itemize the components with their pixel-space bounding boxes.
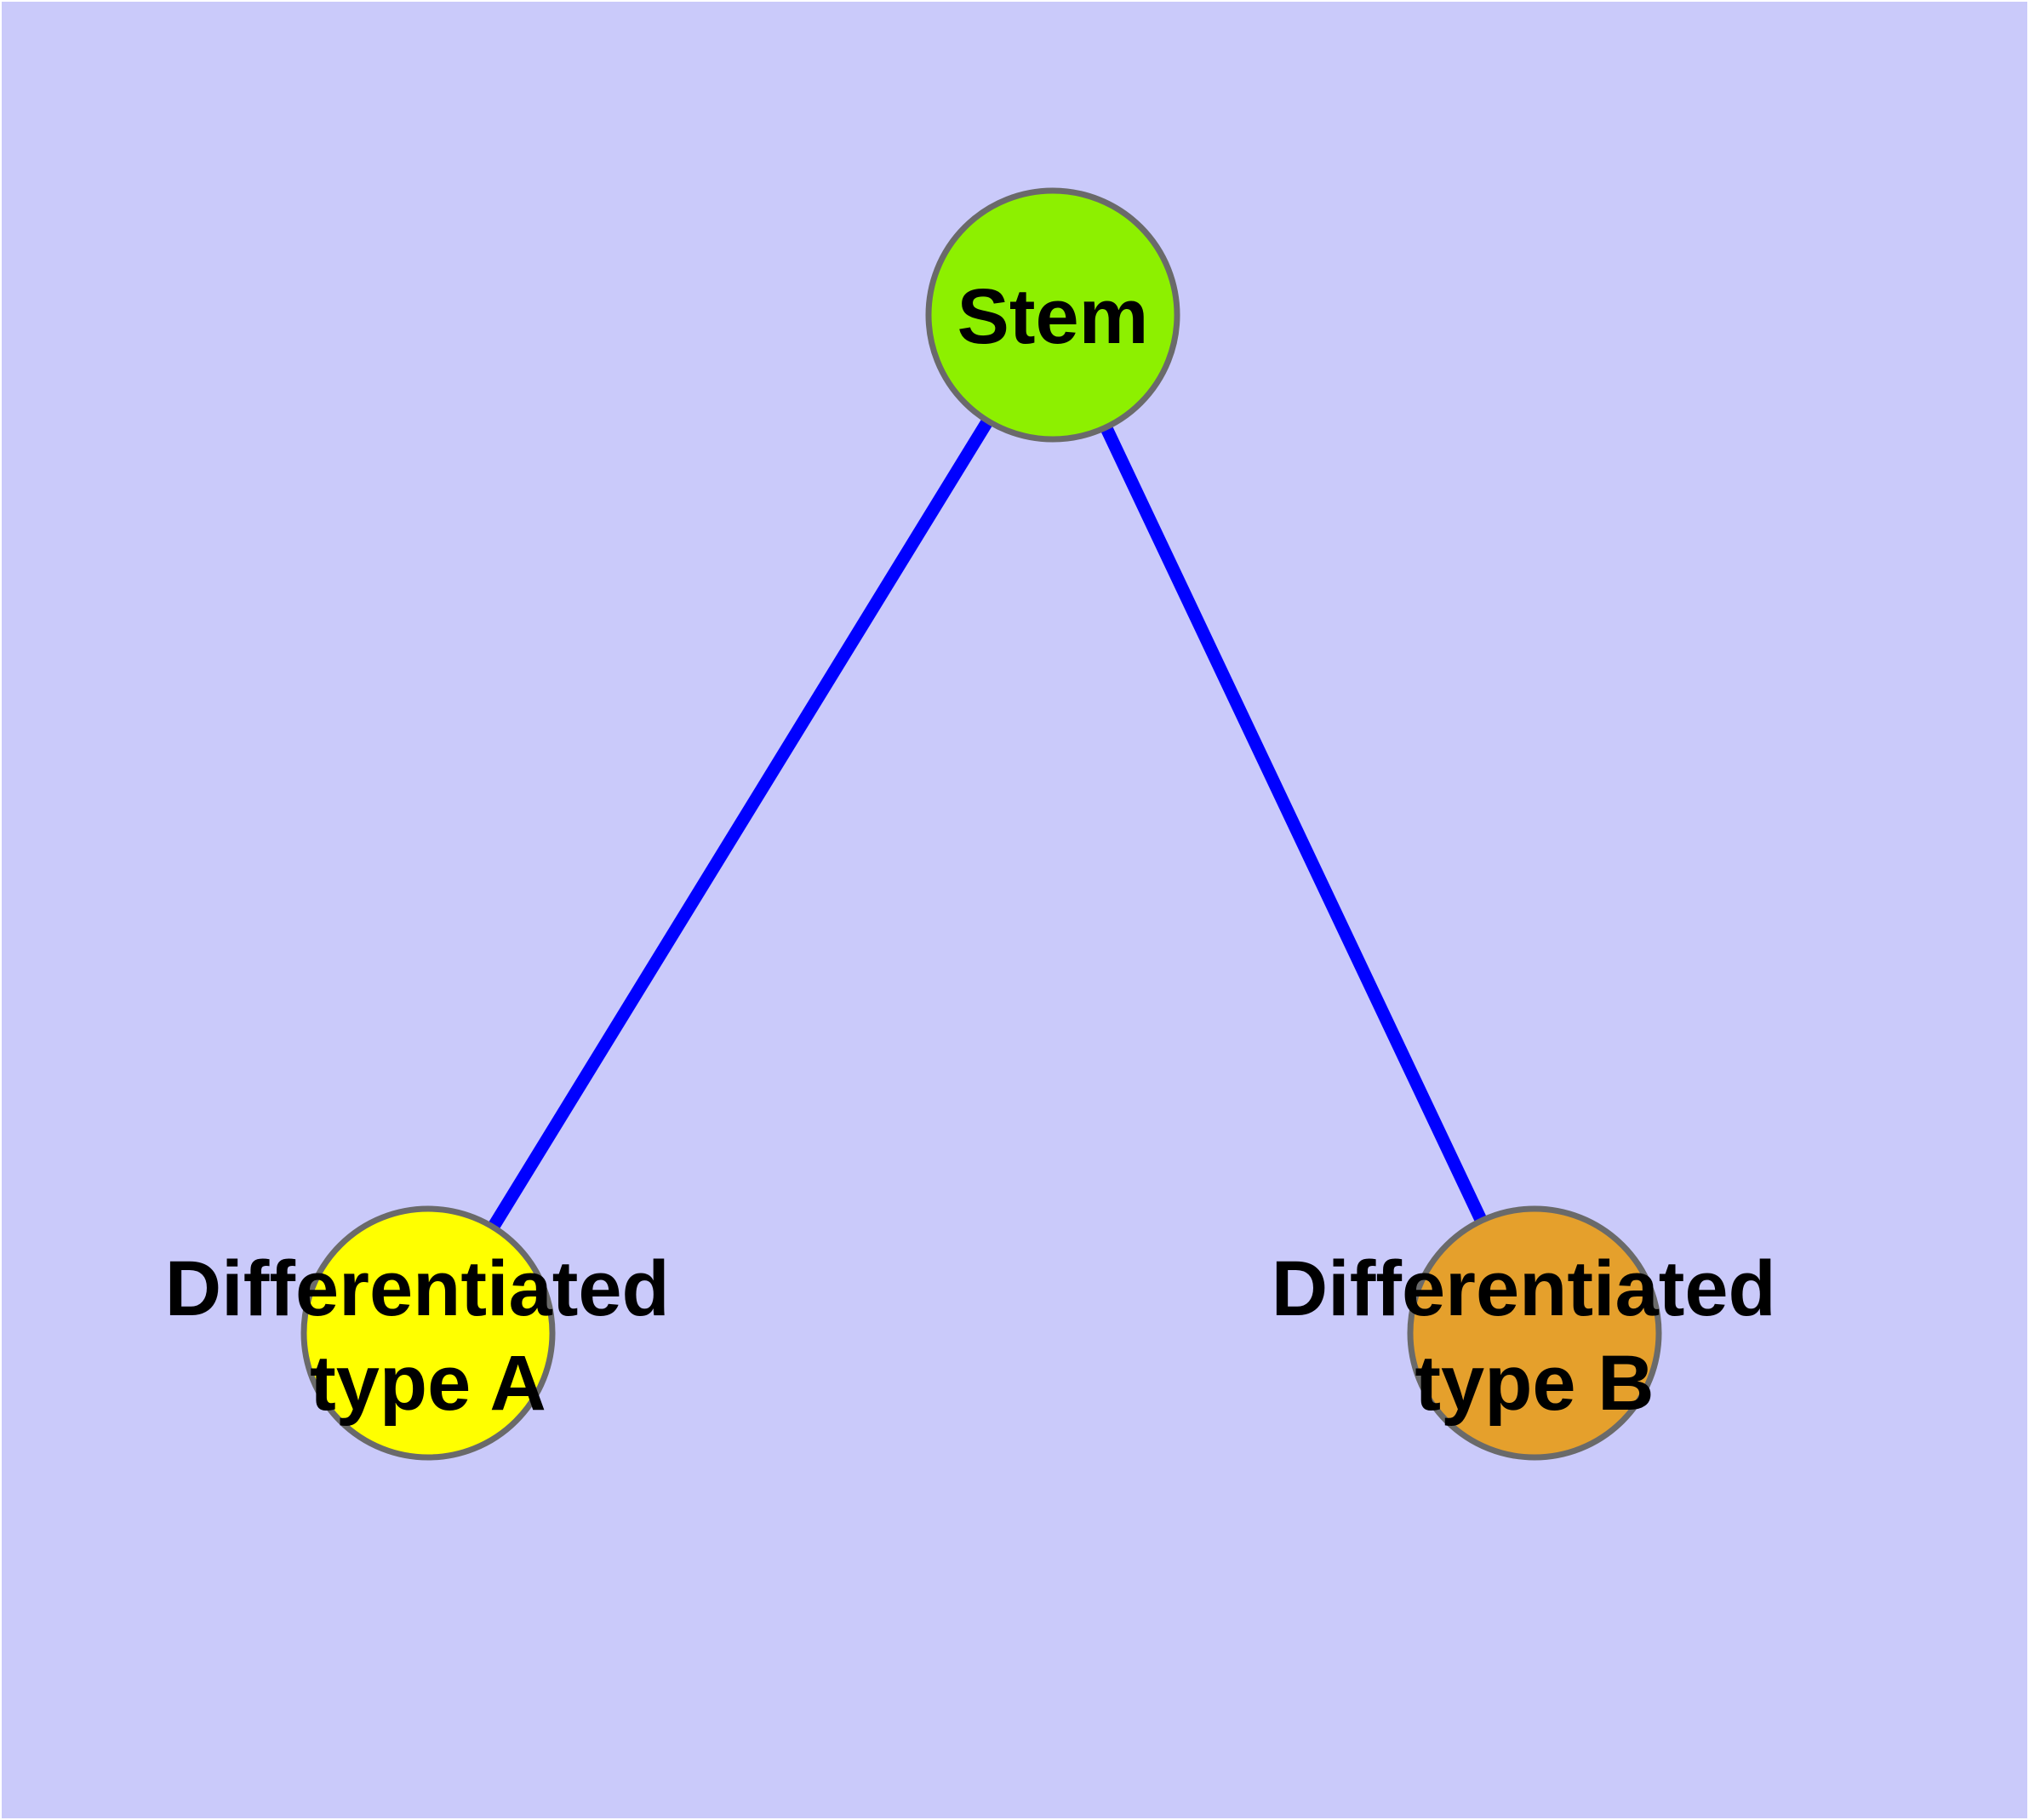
node-typeB-circle bbox=[1407, 1205, 1662, 1461]
node-typeB-label: Differentiated type B bbox=[1272, 1245, 1798, 1427]
node-typeA-label: Differentiated type A bbox=[165, 1245, 692, 1427]
edge-stem-to-typeB bbox=[1047, 312, 1540, 1336]
node-stem-label: Stem bbox=[957, 273, 1149, 360]
edge-stem-to-typeA bbox=[422, 312, 1059, 1336]
node-stem-circle bbox=[925, 187, 1180, 443]
node-typeB-label-line2: type B bbox=[1415, 1340, 1654, 1427]
edges-layer bbox=[422, 312, 1540, 1336]
node-typeA-label-line2: type A bbox=[310, 1340, 546, 1427]
labels-layer: Stem Differentiated type A Differentiate… bbox=[165, 273, 1798, 1427]
node-typeA-circle bbox=[300, 1205, 556, 1461]
nodes-layer bbox=[300, 187, 1662, 1461]
node-typeB-label-line1: Differentiated bbox=[1272, 1245, 1776, 1332]
node-typeA-label-line1: Differentiated bbox=[165, 1245, 670, 1332]
